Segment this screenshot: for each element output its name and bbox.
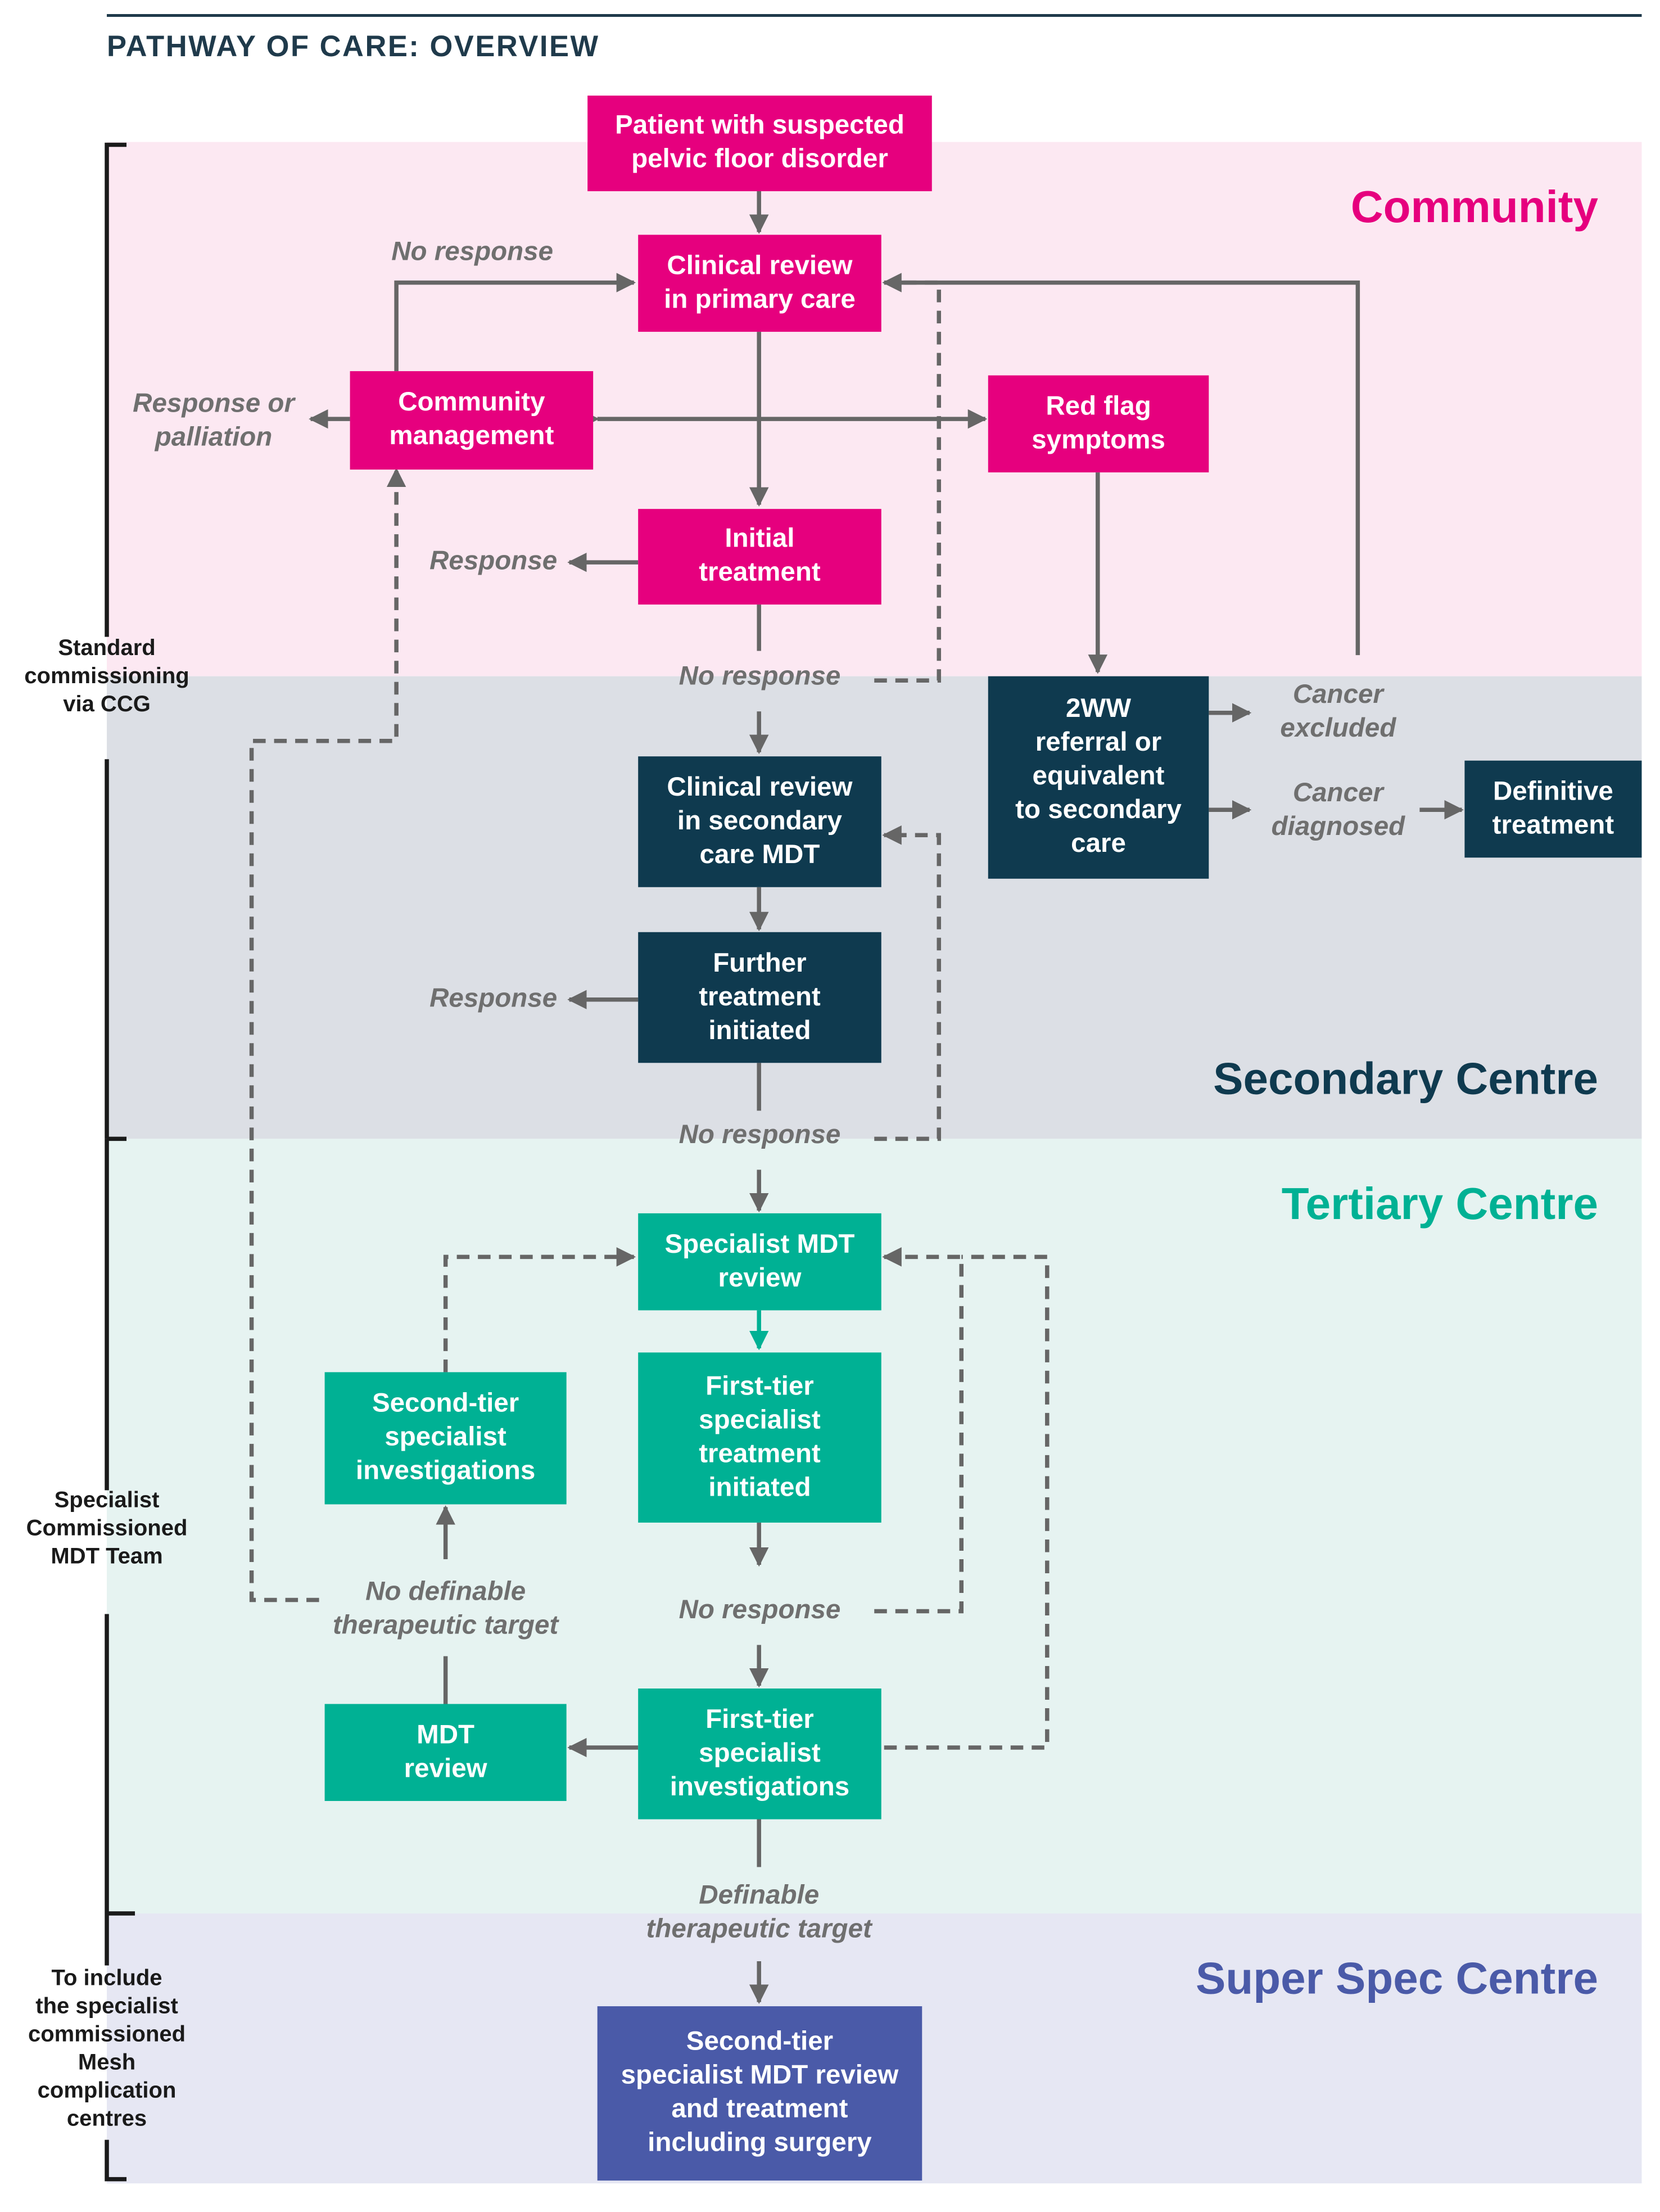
node-second-tier-investigations: Second-tier specialist investigations	[324, 1372, 567, 1505]
zone-title-community: Community	[1350, 181, 1598, 232]
node-community-management: Community management	[350, 371, 594, 470]
zone-title-tertiary: Tertiary Centre	[1281, 1178, 1598, 1229]
label-no-response-1: No response	[679, 662, 841, 692]
dashed-nodefinable-community	[249, 467, 406, 1602]
dashed-noresp2-secondary	[874, 825, 942, 1141]
label-response-1: Response	[429, 547, 558, 577]
node-specialist-mdt-review: Specialist MDT review	[638, 1213, 881, 1311]
dashed-investigations-specialist	[884, 1254, 1050, 1750]
side-label-mesh-centres: To include the specialist commissioned M…	[28, 1967, 186, 2132]
node-clinical-secondary: Clinical review in secondary care MDT	[638, 756, 881, 887]
dashed-noresp3-specialist	[874, 1247, 964, 1614]
dashed-secondtier-specialist	[443, 1247, 636, 1373]
zone-title-secondary: Secondary Centre	[1213, 1053, 1598, 1104]
node-second-tier-mdt-treatment: Second-tier specialist MDT review and tr…	[597, 2006, 922, 2181]
label-no-response-2: No response	[679, 1120, 841, 1150]
node-further-treatment: Further treatment initiated	[638, 932, 881, 1063]
node-2ww-referral: 2WW referral or equivalent to secondary …	[988, 676, 1209, 879]
edge-community-primary	[394, 273, 636, 372]
dashed-noresp1-primary	[874, 280, 942, 683]
label-definable-target: Definable therapeutic target	[646, 1881, 872, 1945]
label-no-definable-target: No definable therapeutic target	[332, 1577, 559, 1641]
label-cancer-excluded: Cancer excluded	[1280, 680, 1396, 744]
node-red-flag: Red flag symptoms	[988, 375, 1209, 473]
node-first-tier-investigations: First-tier specialist investigations	[638, 1688, 881, 1820]
side-label-standard-commissioning: Standard commissioning via CCG	[24, 636, 189, 717]
node-first-tier-treatment: First-tier specialist treatment initiate…	[638, 1352, 881, 1523]
node-initial-treatment: Initial treatment	[638, 509, 881, 605]
node-mdt-review: MDT review	[324, 1704, 567, 1802]
title-rule	[107, 14, 1642, 17]
commissioning-bracket	[105, 142, 135, 2182]
node-clinical-primary: Clinical review in primary care	[638, 234, 881, 332]
label-no-response-3: No response	[679, 1595, 841, 1626]
label-response-2: Response	[429, 984, 558, 1014]
edge-excluded-primary	[882, 273, 1360, 656]
label-no-response-top: No response	[391, 237, 554, 268]
label-cancer-diagnosed: Cancer diagnosed	[1271, 779, 1405, 842]
page-title: PATHWAY OF CARE: OVERVIEW	[107, 31, 600, 64]
side-label-specialist-commissioned: Specialist Commissioned MDT Team	[26, 1488, 188, 1569]
node-definitive-treatment: Definitive treatment	[1464, 760, 1642, 858]
label-response-or-palliation: Response or palliation	[133, 389, 295, 453]
zone-title-superspec: Super Spec Centre	[1196, 1953, 1598, 2004]
node-patient: Patient with suspected pelvic floor diso…	[587, 96, 932, 192]
